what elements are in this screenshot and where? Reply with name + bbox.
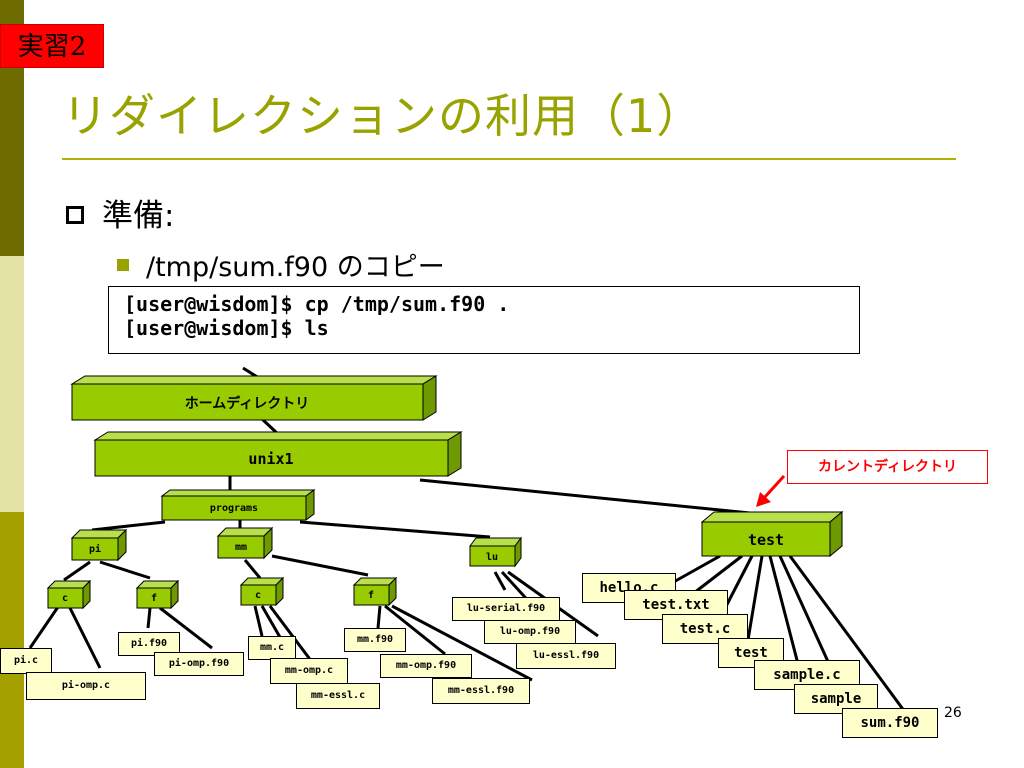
folder-pi-f-label: f bbox=[151, 593, 157, 604]
bullet-preparation: 準備: bbox=[102, 198, 175, 234]
folder-mm-c: c bbox=[239, 576, 285, 607]
folder-mm-c-label: c bbox=[255, 590, 261, 601]
folder-mm-f: f bbox=[352, 576, 398, 607]
folder-test-label: test bbox=[748, 531, 784, 549]
slide-title: リダイレクションの利用（1） bbox=[62, 89, 704, 143]
folder-mm: mm bbox=[216, 526, 274, 560]
folder-pi-label: pi bbox=[89, 543, 101, 555]
sub-bullet-square-icon bbox=[117, 259, 129, 271]
current-dir-arrow bbox=[756, 474, 786, 507]
command-line-2: [user@wisdom]$ ls bbox=[124, 316, 329, 340]
folder-pi-c-label: c bbox=[62, 593, 68, 604]
folder-pi-f: f bbox=[135, 579, 180, 610]
command-box: [user@wisdom]$ cp /tmp/sum.f90 . [user@w… bbox=[108, 286, 860, 354]
folder-lu: lu bbox=[469, 536, 522, 568]
folder-mm-label: mm bbox=[235, 542, 247, 553]
folder-pi: pi bbox=[70, 528, 128, 562]
file-test-c: test.c bbox=[662, 614, 748, 644]
bullet-square-icon bbox=[66, 206, 84, 224]
file-lu-serial: lu-serial.f90 bbox=[452, 597, 560, 621]
page-number: 26 bbox=[944, 705, 962, 721]
file-mm-essl-c: mm-essl.c bbox=[296, 683, 380, 709]
current-directory-label: カレントディレクトリ bbox=[787, 450, 988, 484]
file-mm-essl-f90: mm-essl.f90 bbox=[432, 678, 530, 704]
folder-unix1: unix1 bbox=[93, 431, 463, 477]
side-band-olive bbox=[0, 512, 24, 768]
folder-home: ホームディレクトリ bbox=[70, 375, 438, 421]
folder-mm-f-label: f bbox=[368, 590, 374, 601]
file-lu-omp: lu-omp.f90 bbox=[484, 620, 576, 644]
file-sum-f90: sum.f90 bbox=[842, 708, 938, 738]
folder-unix1-label: unix1 bbox=[248, 450, 293, 468]
bullet-copy-file: /tmp/sum.f90 のコピー bbox=[146, 252, 445, 283]
folder-programs-label: programs bbox=[210, 503, 258, 514]
folder-lu-label: lu bbox=[486, 552, 498, 563]
file-test-exe: test bbox=[718, 638, 784, 668]
file-mm-f90: mm.f90 bbox=[344, 628, 406, 652]
file-mm-omp-c: mm-omp.c bbox=[270, 658, 348, 684]
side-band-light bbox=[0, 256, 24, 512]
file-pi-omp-f90: pi-omp.f90 bbox=[154, 652, 244, 676]
folder-programs: programs bbox=[160, 489, 316, 521]
title-divider bbox=[62, 158, 956, 160]
command-line-1: [user@wisdom]$ cp /tmp/sum.f90 . bbox=[124, 292, 510, 316]
folder-home-label: ホームディレクトリ bbox=[185, 395, 310, 412]
file-lu-essl: lu-essl.f90 bbox=[516, 643, 616, 669]
folder-test: test bbox=[700, 510, 844, 558]
folder-pi-c: c bbox=[46, 579, 92, 610]
exercise-badge: 実習2 bbox=[0, 24, 104, 68]
file-mm-omp-f90: mm-omp.f90 bbox=[380, 654, 472, 678]
file-pi-c: pi.c bbox=[0, 648, 52, 674]
file-pi-omp-c: pi-omp.c bbox=[26, 672, 146, 700]
file-mm-c: mm.c bbox=[248, 636, 296, 660]
